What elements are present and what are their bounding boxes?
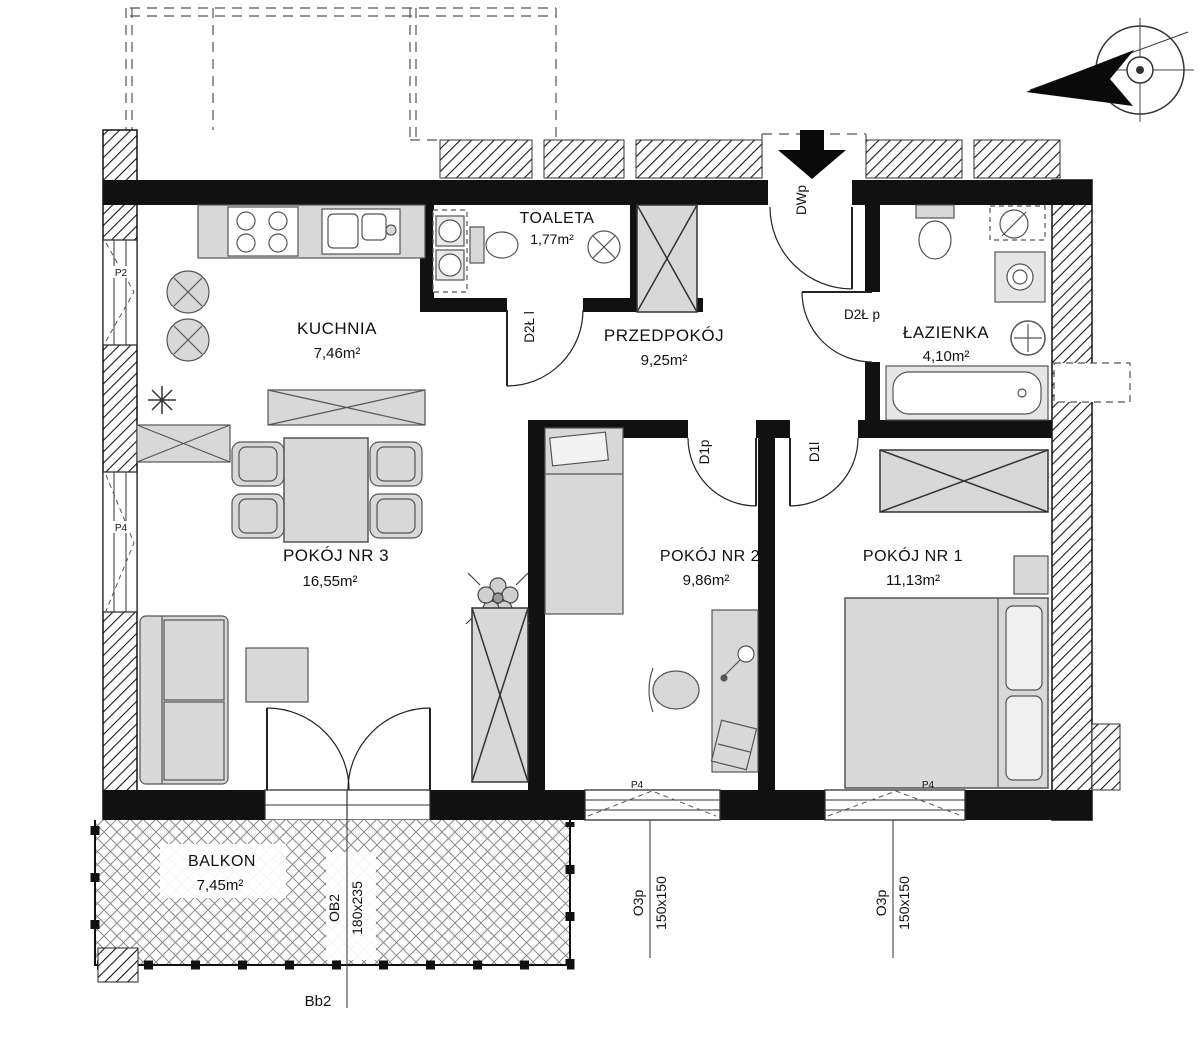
kitchen-table-1 xyxy=(166,270,210,314)
room-area-pokoj1: 11,13m² xyxy=(886,572,940,589)
window-p4-living xyxy=(102,471,138,613)
dining-chair xyxy=(369,493,423,539)
room-area-balkon: 7,45m² xyxy=(197,877,244,894)
door-room1 xyxy=(789,437,859,507)
bed-room2 xyxy=(544,427,624,615)
dim-label-ob2: OB2 xyxy=(326,894,342,922)
room-label-pokoj2: POKÓJ NR 2 xyxy=(660,546,760,565)
bed-room1 xyxy=(844,597,1049,789)
right-wall-niche xyxy=(1053,362,1131,403)
kitchen-furniture xyxy=(136,204,426,463)
dining-chair xyxy=(231,441,285,487)
door-toilet xyxy=(506,309,584,387)
wardrobe-room3 xyxy=(471,607,529,783)
balcony-corner-stub xyxy=(97,947,139,983)
north-arrow-icon xyxy=(1026,18,1194,122)
room-label-balkon: BALKON xyxy=(188,853,256,870)
kitchen-table-2 xyxy=(166,318,210,362)
nightstand xyxy=(1013,555,1049,595)
room-area-przedpokoj: 9,25m² xyxy=(641,352,688,369)
bathtub xyxy=(885,365,1049,421)
door-label-toilet: D2Ł l xyxy=(522,311,537,343)
room-area-lazienka: 4,10m² xyxy=(923,348,970,365)
balcony-mark-label: Bb2 xyxy=(305,993,332,1010)
balcony-posts xyxy=(90,822,575,970)
right-wall-stub xyxy=(1091,723,1121,791)
label-bg xyxy=(108,266,134,278)
window-mark-p4-room1: P4 xyxy=(922,780,935,791)
room1-furniture xyxy=(844,449,1049,789)
dim-label-o3p-room1: O3p xyxy=(873,890,889,917)
top-hatched-blocks xyxy=(439,139,1061,179)
label-bg xyxy=(830,306,894,322)
room-label-toaleta: TOALETA xyxy=(520,210,595,227)
toilet-bowl xyxy=(469,226,519,264)
desk-lamp xyxy=(720,645,755,682)
room-area-pokoj2: 9,86m² xyxy=(683,572,730,589)
laptop xyxy=(710,719,758,771)
coffee-table xyxy=(245,647,309,703)
sofa xyxy=(139,615,229,785)
washing-machine xyxy=(994,251,1046,303)
window-label-p4: P4 xyxy=(115,523,128,534)
room-label-pokoj3: POKÓJ NR 3 xyxy=(283,546,389,565)
room-label-przedpokoj: PRZEDPOKÓJ xyxy=(604,326,724,345)
dining-chair xyxy=(231,493,285,539)
wardrobe-room1 xyxy=(879,449,1049,513)
kitchen-sink xyxy=(321,208,401,255)
entrance-arrow-icon xyxy=(778,130,846,179)
dim-label-o3p-room2: O3p xyxy=(630,890,646,917)
doors xyxy=(266,206,873,791)
door-balcony-french xyxy=(266,707,431,791)
label-bg xyxy=(108,521,134,533)
interior-walls xyxy=(420,205,1052,790)
door-label-entrance: DWp xyxy=(794,185,809,215)
room-label-lazienka: ŁAZIENKA xyxy=(903,323,989,342)
window-o3p-room2 xyxy=(584,789,721,821)
bathroom-corner-basin xyxy=(989,205,1046,241)
door-label-room2: D1p xyxy=(697,440,712,465)
room-area-toaleta: 1,77m² xyxy=(530,231,574,247)
window-o3p-room1 xyxy=(824,789,966,821)
desk-chair xyxy=(648,667,700,713)
dining-table xyxy=(283,437,369,543)
ventilation-shaft xyxy=(636,204,698,313)
kitchen-cabinet-low xyxy=(267,389,426,426)
stove xyxy=(227,206,299,257)
kitchen-cabinet-left xyxy=(136,424,231,463)
door-bathroom xyxy=(801,291,873,363)
balcony xyxy=(90,820,575,983)
toilet-furniture xyxy=(432,209,621,293)
bathroom-furniture xyxy=(885,204,1049,421)
room-label-pokoj1: POKÓJ NR 1 xyxy=(863,546,963,565)
room-area-kuchnia: 7,46m² xyxy=(314,345,361,362)
room-area-pokoj3: 16,55m² xyxy=(302,573,357,590)
window-label-p2: P2 xyxy=(115,268,128,279)
door-entrance xyxy=(769,206,853,290)
door-label-room1: D1l xyxy=(807,442,822,462)
dining-chair xyxy=(369,441,423,487)
door-room2 xyxy=(687,437,757,507)
dimension-lines xyxy=(346,790,894,1008)
upper-floor-dashed-outline xyxy=(125,7,867,180)
bathroom-sink xyxy=(1010,320,1046,356)
room2-furniture xyxy=(544,427,759,773)
labels: KUCHNIA 7,46m² TOALETA 1,77m² PRZEDPOKÓJ… xyxy=(108,185,989,1010)
dim-label-o3p-room2-size: 150x150 xyxy=(653,876,669,930)
pillow xyxy=(1005,605,1043,691)
dim-label-ob2-size: 180x235 xyxy=(349,881,365,935)
pillow xyxy=(1005,695,1043,781)
bathroom-toilet xyxy=(915,204,955,260)
radiator-symbol xyxy=(148,386,176,414)
room3-furniture xyxy=(139,437,531,785)
window-mark-p4-room2: P4 xyxy=(631,780,644,791)
toilet-round-basin xyxy=(587,230,621,264)
dim-label-o3p-room1-size: 150x150 xyxy=(896,876,912,930)
room-label-kuchnia: KUCHNIA xyxy=(297,319,377,338)
window-p2-kitchen xyxy=(102,239,138,346)
door-label-bathroom: D2Ł p xyxy=(844,307,880,322)
washbasin-unit xyxy=(432,209,468,293)
